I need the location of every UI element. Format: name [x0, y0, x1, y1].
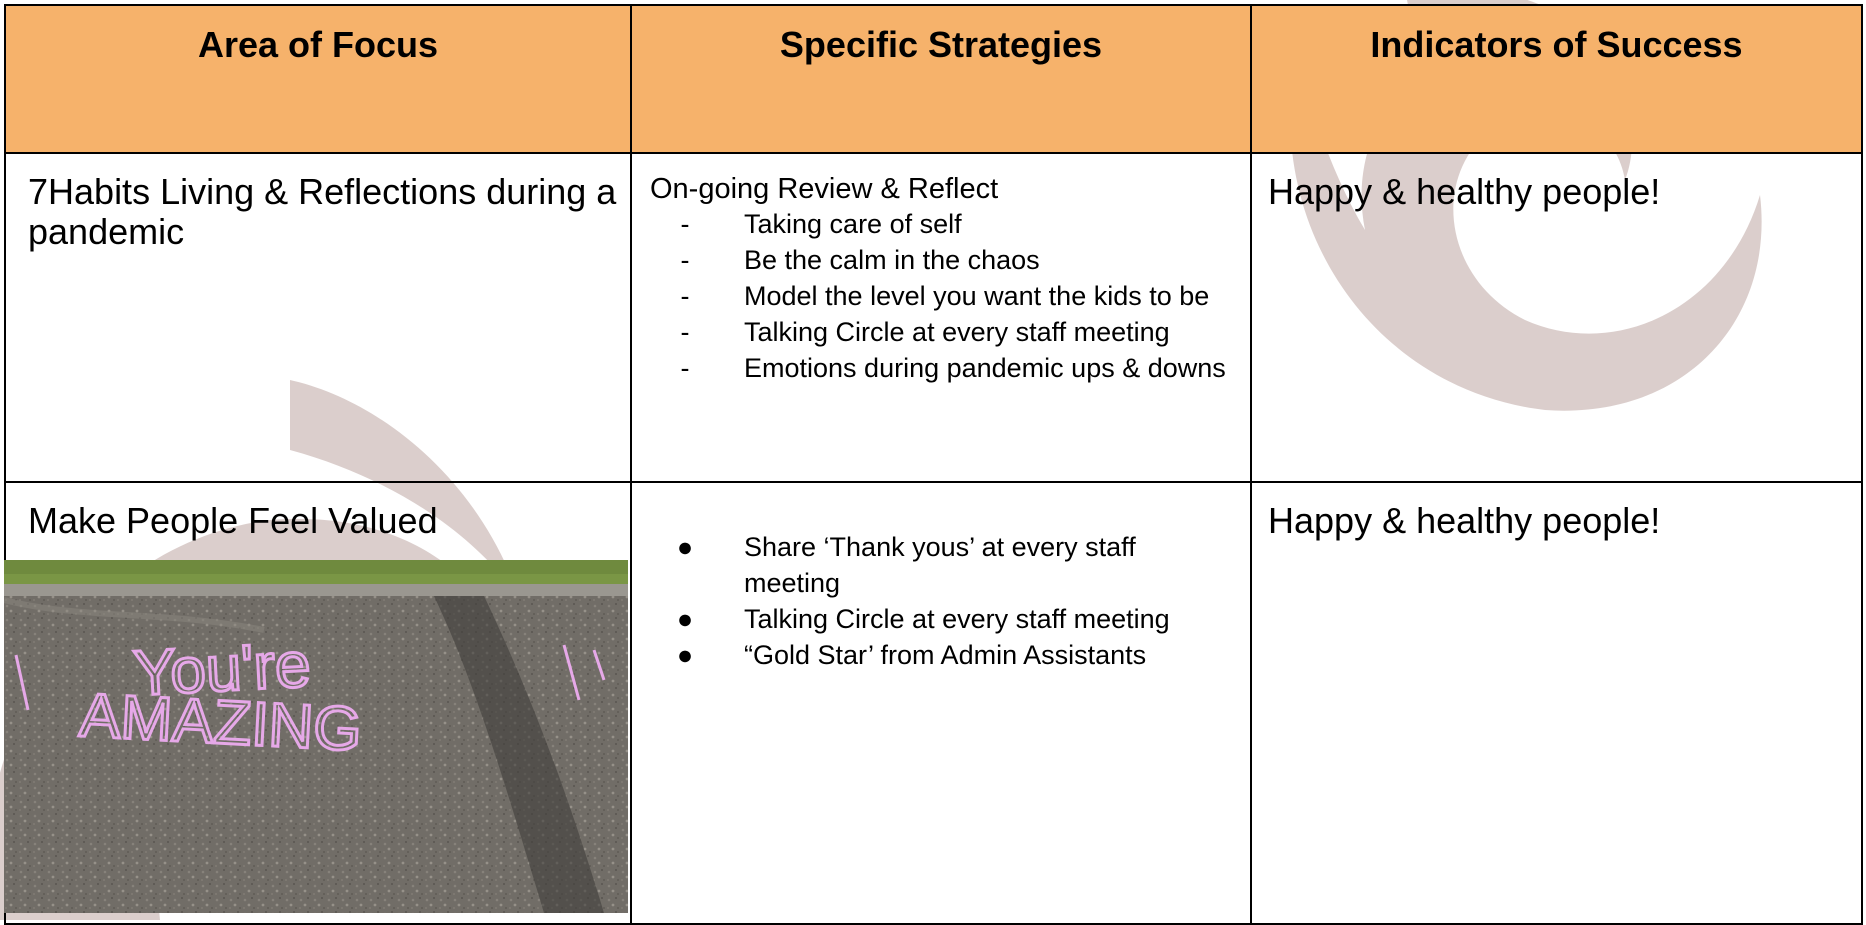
area-text: Make People Feel Valued	[28, 500, 438, 541]
dash-marker: -	[680, 353, 690, 383]
strategy-item: - Model the level you want the kids to be	[632, 278, 1230, 314]
dash-marker: -	[680, 245, 690, 275]
strategy-item: ● “Gold Star’ from Admin Assistants	[632, 637, 1230, 673]
header-area-of-focus: Area of Focus	[4, 4, 632, 154]
strategy-text: Taking care of self	[744, 209, 962, 239]
strategy-item: - Be the calm in the chaos	[632, 242, 1230, 278]
bullet-marker: ●	[676, 604, 694, 634]
strategy-text: Talking Circle at every staff meeting	[744, 317, 1170, 347]
strategy-list: ● Share ‘Thank yous’ at every staff meeti…	[632, 529, 1250, 673]
strategy-heading: On-going Review & Reflect	[650, 173, 999, 205]
strategy-text: Model the level you want the kids to be	[744, 281, 1210, 311]
strategies-cell: ● Share ‘Thank yous’ at every staff meeti…	[630, 481, 1252, 925]
strategy-text: Share ‘Thank yous’ at every staff meetin…	[744, 532, 1136, 598]
strategy-item: ● Talking Circle at every staff meeting	[632, 601, 1230, 637]
area-cell: 7Habits Living & Reflections during a pa…	[4, 152, 632, 483]
success-text: Happy & healthy people!	[1268, 171, 1661, 212]
table-header-row: Area of Focus Specific Strategies Indica…	[4, 4, 1863, 154]
strategy-item: - Taking care of self	[632, 206, 1230, 242]
success-cell: Happy & healthy people!	[1250, 152, 1863, 483]
success-text: Happy & healthy people!	[1268, 500, 1661, 541]
dash-marker: -	[680, 281, 690, 311]
dash-marker: -	[680, 317, 690, 347]
bullet-marker: ●	[676, 640, 694, 670]
strategy-text: Be the calm in the chaos	[744, 245, 1040, 275]
table-row: 7Habits Living & Reflections during a pa…	[4, 152, 1863, 483]
strategy-item: - Emotions during pandemic ups & downs	[632, 350, 1230, 386]
bullet-marker: ●	[676, 532, 694, 562]
dash-marker: -	[680, 209, 690, 239]
strategy-text: Emotions during pandemic ups & downs	[744, 353, 1226, 383]
area-text: 7Habits Living & Reflections during a pa…	[28, 171, 617, 252]
strategy-text: Talking Circle at every staff meeting	[744, 604, 1170, 634]
header-specific-strategies: Specific Strategies	[630, 4, 1252, 154]
header-indicators-of-success: Indicators of Success	[1250, 4, 1863, 154]
strategy-item: ● Share ‘Thank yous’ at every staff meeti…	[632, 529, 1230, 601]
chalk-text-line2: AMAZING	[78, 681, 364, 765]
strategy-item: - Talking Circle at every staff meeting	[632, 314, 1230, 350]
strategies-cell: On-going Review & Reflect - Taking care o…	[630, 152, 1252, 483]
chalk-photo: You're AMAZING	[4, 560, 628, 913]
strategy-list: - Taking care of self - Be the calm in the…	[632, 206, 1250, 386]
strategy-text: “Gold Star’ from Admin Assistants	[744, 640, 1147, 670]
success-cell: Happy & healthy people!	[1250, 481, 1863, 925]
